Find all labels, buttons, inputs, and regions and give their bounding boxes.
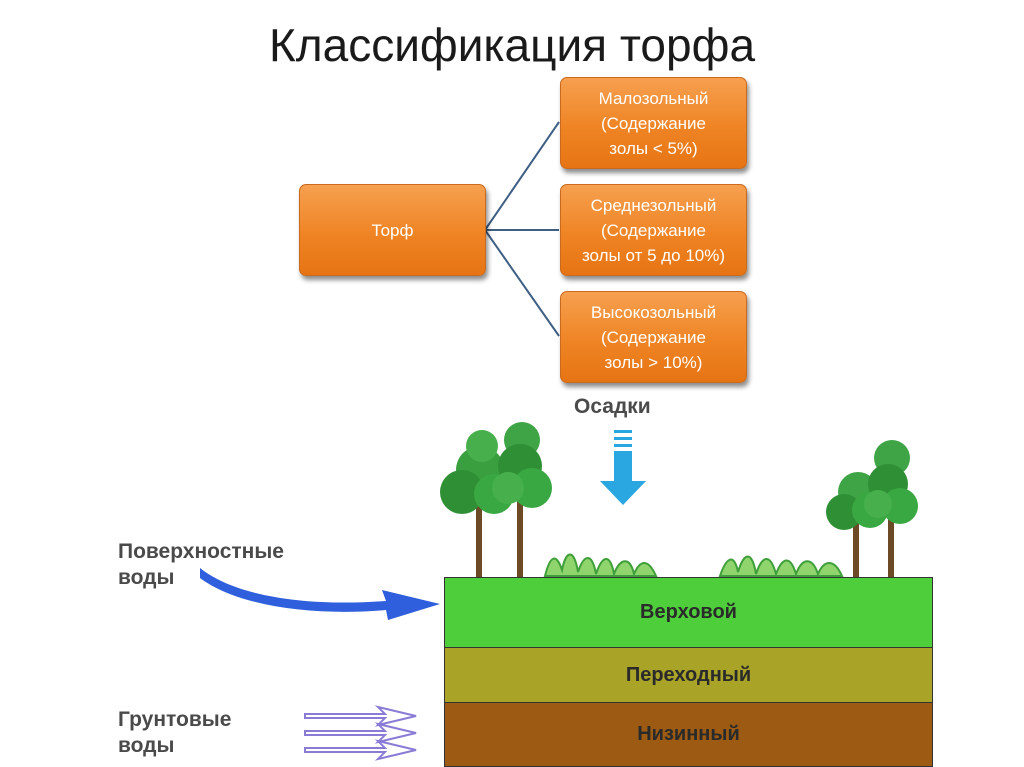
ground-water-label: Грунтовые воды [118, 708, 232, 757]
child-label-low-ash: Малозольный (Содержание золы < 5%) [598, 88, 709, 158]
grass-icon [543, 553, 844, 578]
layer-lowland: Низинный [444, 702, 933, 767]
precipitation-label: Осадки [574, 395, 651, 418]
root-box: Торф [299, 184, 486, 276]
child-box-high-ash: Высокозольный (Содержание золы > 10%) [560, 291, 747, 383]
root-label: Торф [371, 220, 414, 240]
tree-icon-right-2 [864, 440, 918, 578]
child-label-high-ash: Высокозольный (Содержание золы > 10%) [590, 302, 717, 372]
child-label-medium-ash: Среднезольный (Содержание золы от 5 до 1… [581, 195, 726, 265]
layer-upland-label: Верховой [640, 601, 737, 623]
page-title: Классификация торфа [268, 19, 756, 71]
layer-transitional: Переходный [444, 647, 933, 703]
tree-icon-right-1 [826, 472, 888, 578]
child-box-medium-ash: Среднезольный (Содержание золы от 5 до 1… [560, 184, 747, 276]
child-box-low-ash: Малозольный (Содержание золы < 5%) [560, 77, 747, 169]
surface-water-arrow-icon [200, 568, 440, 620]
tree-icon-left-2 [492, 422, 552, 578]
surface-water-label: Поверхностные воды [118, 540, 284, 589]
layer-lowland-label: Низинный [637, 723, 740, 745]
layer-upland: Верховой [444, 577, 933, 648]
ground-water-arrows-icon [304, 705, 417, 761]
layer-transitional-label: Переходный [625, 663, 752, 686]
precipitation-arrow-icon [600, 430, 646, 505]
